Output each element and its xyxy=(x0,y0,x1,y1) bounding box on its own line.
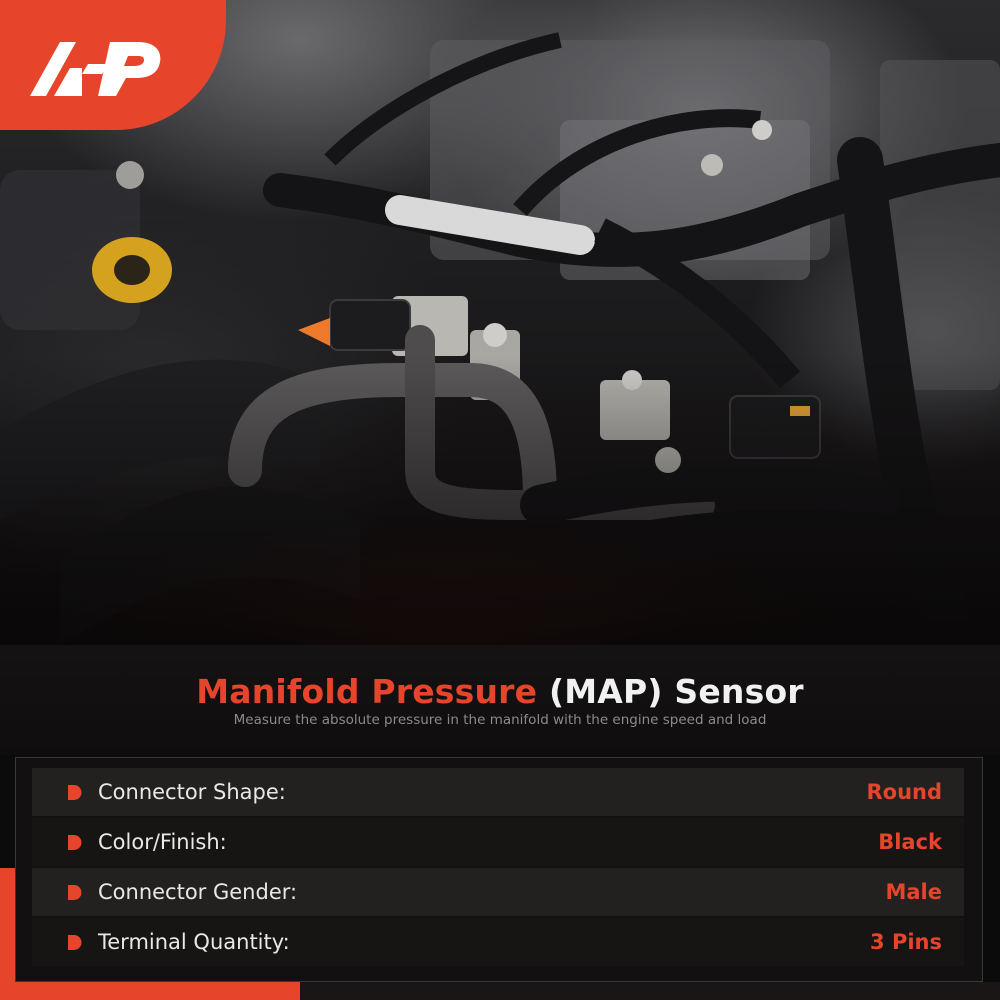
title-band xyxy=(0,645,1000,755)
spec-value: Black xyxy=(878,830,942,854)
accent-stripe-left xyxy=(0,868,18,1000)
accent-stripe-bottom xyxy=(0,982,1000,1000)
spec-label: Connector Gender: xyxy=(98,880,298,904)
spec-row-terminal-quantity: Terminal Quantity: 3 Pins xyxy=(32,918,964,966)
product-title: Manifold Pressure (MAP) Sensor xyxy=(0,672,1000,711)
half-circle-bullet-icon xyxy=(68,784,82,800)
spec-table: Connector Shape: Round Color/Finish: Bla… xyxy=(15,757,983,982)
spec-row-connector-gender: Connector Gender: Male xyxy=(32,868,964,916)
half-circle-bullet-icon xyxy=(68,884,82,900)
half-circle-bullet-icon xyxy=(68,934,82,950)
spec-label: Terminal Quantity: xyxy=(98,930,290,954)
spec-row-color-finish: Color/Finish: Black xyxy=(32,818,964,866)
brand-logo-icon xyxy=(30,42,161,96)
spec-row-connector-shape: Connector Shape: Round xyxy=(32,768,964,816)
spec-label: Connector Shape: xyxy=(98,780,286,804)
engine-bay-photo xyxy=(0,0,1000,645)
product-title-rest: (MAP) Sensor xyxy=(537,672,804,711)
product-subtitle: Measure the absolute pressure in the man… xyxy=(233,712,767,728)
product-title-accent: Manifold Pressure xyxy=(196,672,538,711)
spec-value: Round xyxy=(866,780,942,804)
half-circle-bullet-icon xyxy=(68,834,82,850)
spec-label: Color/Finish: xyxy=(98,830,227,854)
spec-value: Male xyxy=(885,880,942,904)
spec-value: 3 Pins xyxy=(870,930,942,954)
